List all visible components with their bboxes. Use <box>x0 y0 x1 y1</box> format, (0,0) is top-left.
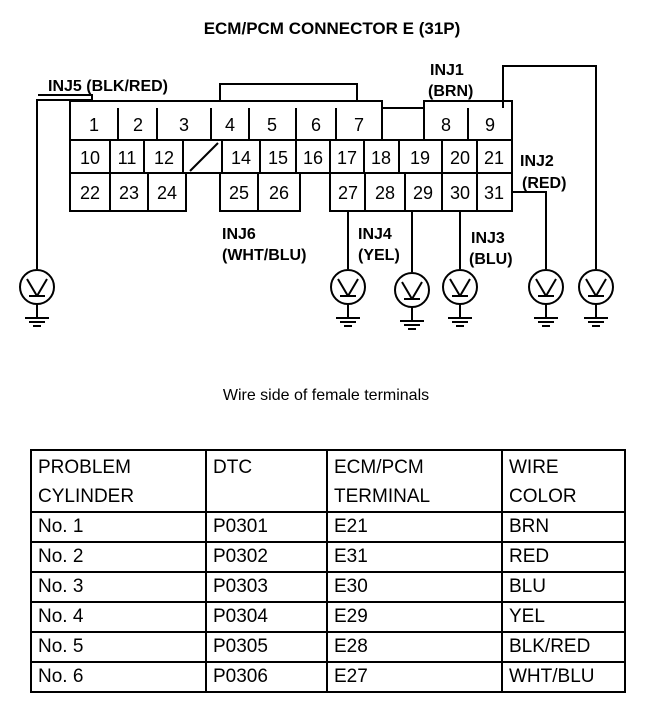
pin-22: 22 <box>80 183 100 203</box>
pin-14: 14 <box>231 148 251 168</box>
inj4-color: (YEL) <box>358 247 400 264</box>
connector-diagram: ECM/PCM CONNECTOR E (31P) <box>19 19 614 404</box>
cell-terminal: E28 <box>326 631 503 663</box>
cell-wire-color: YEL <box>501 601 626 633</box>
diagram-caption: Wire side of female terminals <box>223 387 429 404</box>
cell-cylinder: No. 6 <box>30 661 207 693</box>
cell-cylinder: No. 5 <box>30 631 207 663</box>
cell-cylinder: No. 2 <box>30 541 207 573</box>
cell-cylinder: No. 1 <box>30 511 207 543</box>
cell-cylinder: No. 4 <box>30 601 207 633</box>
cell-dtc: P0302 <box>205 541 328 573</box>
header-line: WIRE <box>509 457 559 478</box>
inj2-color: (RED) <box>522 175 566 192</box>
pin-7: 7 <box>354 115 364 135</box>
cell-terminal: E27 <box>326 661 503 693</box>
pin-24: 24 <box>157 183 177 203</box>
injector-symbols <box>19 269 614 308</box>
cell-wire-color: WHT/BLU <box>501 661 626 693</box>
inj4-label: INJ4 <box>358 226 392 243</box>
pin-15: 15 <box>268 148 288 168</box>
inj2-label: INJ2 <box>520 153 554 170</box>
pin-21: 21 <box>484 148 504 168</box>
cell-dtc: P0305 <box>205 631 328 663</box>
cell-dtc: P0301 <box>205 511 328 543</box>
inj3-symbol <box>442 269 478 305</box>
pin-28: 28 <box>375 183 395 203</box>
cell-dtc: P0306 <box>205 661 328 693</box>
table-header-row: PROBLEM CYLINDER DTC ECM/PCM TERMINAL WI… <box>30 449 626 513</box>
pin-19: 19 <box>410 148 430 168</box>
header-line: ECM/PCM <box>334 457 424 478</box>
pin-3: 3 <box>179 115 189 135</box>
inj4-symbol <box>330 269 366 305</box>
pin-20: 20 <box>450 148 470 168</box>
pin-2: 2 <box>133 115 143 135</box>
cell-cylinder: No. 3 <box>30 571 207 603</box>
cell-terminal: E29 <box>326 601 503 633</box>
pin-16: 16 <box>303 148 323 168</box>
pin-10: 10 <box>80 148 100 168</box>
header-line: TERMINAL <box>334 486 431 507</box>
pin-17: 17 <box>337 148 357 168</box>
inj5-symbol <box>19 269 55 305</box>
inj3-color: (BLU) <box>469 251 513 268</box>
inj2-symbol <box>528 269 564 305</box>
pin-6: 6 <box>311 115 321 135</box>
dtc-table: PROBLEM CYLINDER DTC ECM/PCM TERMINAL WI… <box>30 449 626 693</box>
inj1-label: INJ1 <box>430 62 464 79</box>
table-row: No. 5 P0305 E28 BLK/RED <box>30 631 626 663</box>
table-row: No. 6 P0306 E27 WHT/BLU <box>30 661 626 693</box>
header-dtc: DTC <box>205 449 328 513</box>
cell-terminal: E21 <box>326 511 503 543</box>
cell-terminal: E31 <box>326 541 503 573</box>
connector-body <box>69 83 513 212</box>
cell-dtc: P0304 <box>205 601 328 633</box>
pin-numbers: 1 2 3 4 5 6 7 8 9 10 11 12 14 15 16 17 1… <box>80 115 504 203</box>
header-line: PROBLEM <box>38 457 131 478</box>
table-row: No. 2 P0302 E31 RED <box>30 541 626 573</box>
header-line: CYLINDER <box>38 486 135 507</box>
cell-wire-color: BRN <box>501 511 626 543</box>
header-line: DTC <box>213 457 253 478</box>
table-row: No. 4 P0304 E29 YEL <box>30 601 626 633</box>
connector-title: ECM/PCM CONNECTOR E (31P) <box>204 19 461 38</box>
wiring <box>36 65 597 272</box>
cell-dtc: P0303 <box>205 571 328 603</box>
inj3-label: INJ3 <box>471 230 505 247</box>
header-terminal: ECM/PCM TERMINAL <box>326 449 503 513</box>
ground-symbols <box>24 303 609 330</box>
table-row: No. 3 P0303 E30 BLU <box>30 571 626 603</box>
pin-23: 23 <box>119 183 139 203</box>
cell-wire-color: RED <box>501 541 626 573</box>
header-problem-cylinder: PROBLEM CYLINDER <box>30 449 207 513</box>
pin-26: 26 <box>269 183 289 203</box>
inj1-symbol <box>578 269 614 305</box>
pin-1: 1 <box>89 115 99 135</box>
cell-terminal: E30 <box>326 571 503 603</box>
inj6-symbol <box>394 272 430 308</box>
pin-9: 9 <box>485 115 495 135</box>
inj1-color: (BRN) <box>428 83 473 100</box>
injector-labels: INJ5 (BLK/RED) INJ1 (BRN) INJ2 (RED) INJ… <box>48 62 566 268</box>
pin-27: 27 <box>338 183 358 203</box>
cell-wire-color: BLK/RED <box>501 631 626 663</box>
pin-8: 8 <box>441 115 451 135</box>
pin-11: 11 <box>118 148 137 168</box>
pin-29: 29 <box>413 183 433 203</box>
inj5-label: INJ5 (BLK/RED) <box>48 78 168 95</box>
header-wire-color: WIRE COLOR <box>501 449 626 513</box>
inj6-color: (WHT/BLU) <box>222 247 306 264</box>
pin-31: 31 <box>484 183 504 203</box>
pin-30: 30 <box>450 183 470 203</box>
inj6-label: INJ6 <box>222 226 256 243</box>
header-line: COLOR <box>509 486 577 507</box>
pin-5: 5 <box>267 115 277 135</box>
pin-18: 18 <box>371 148 391 168</box>
pin-4: 4 <box>225 115 235 135</box>
table-row: No. 1 P0301 E21 BRN <box>30 511 626 543</box>
pin-12: 12 <box>154 148 174 168</box>
pin-25: 25 <box>229 183 249 203</box>
cell-wire-color: BLU <box>501 571 626 603</box>
